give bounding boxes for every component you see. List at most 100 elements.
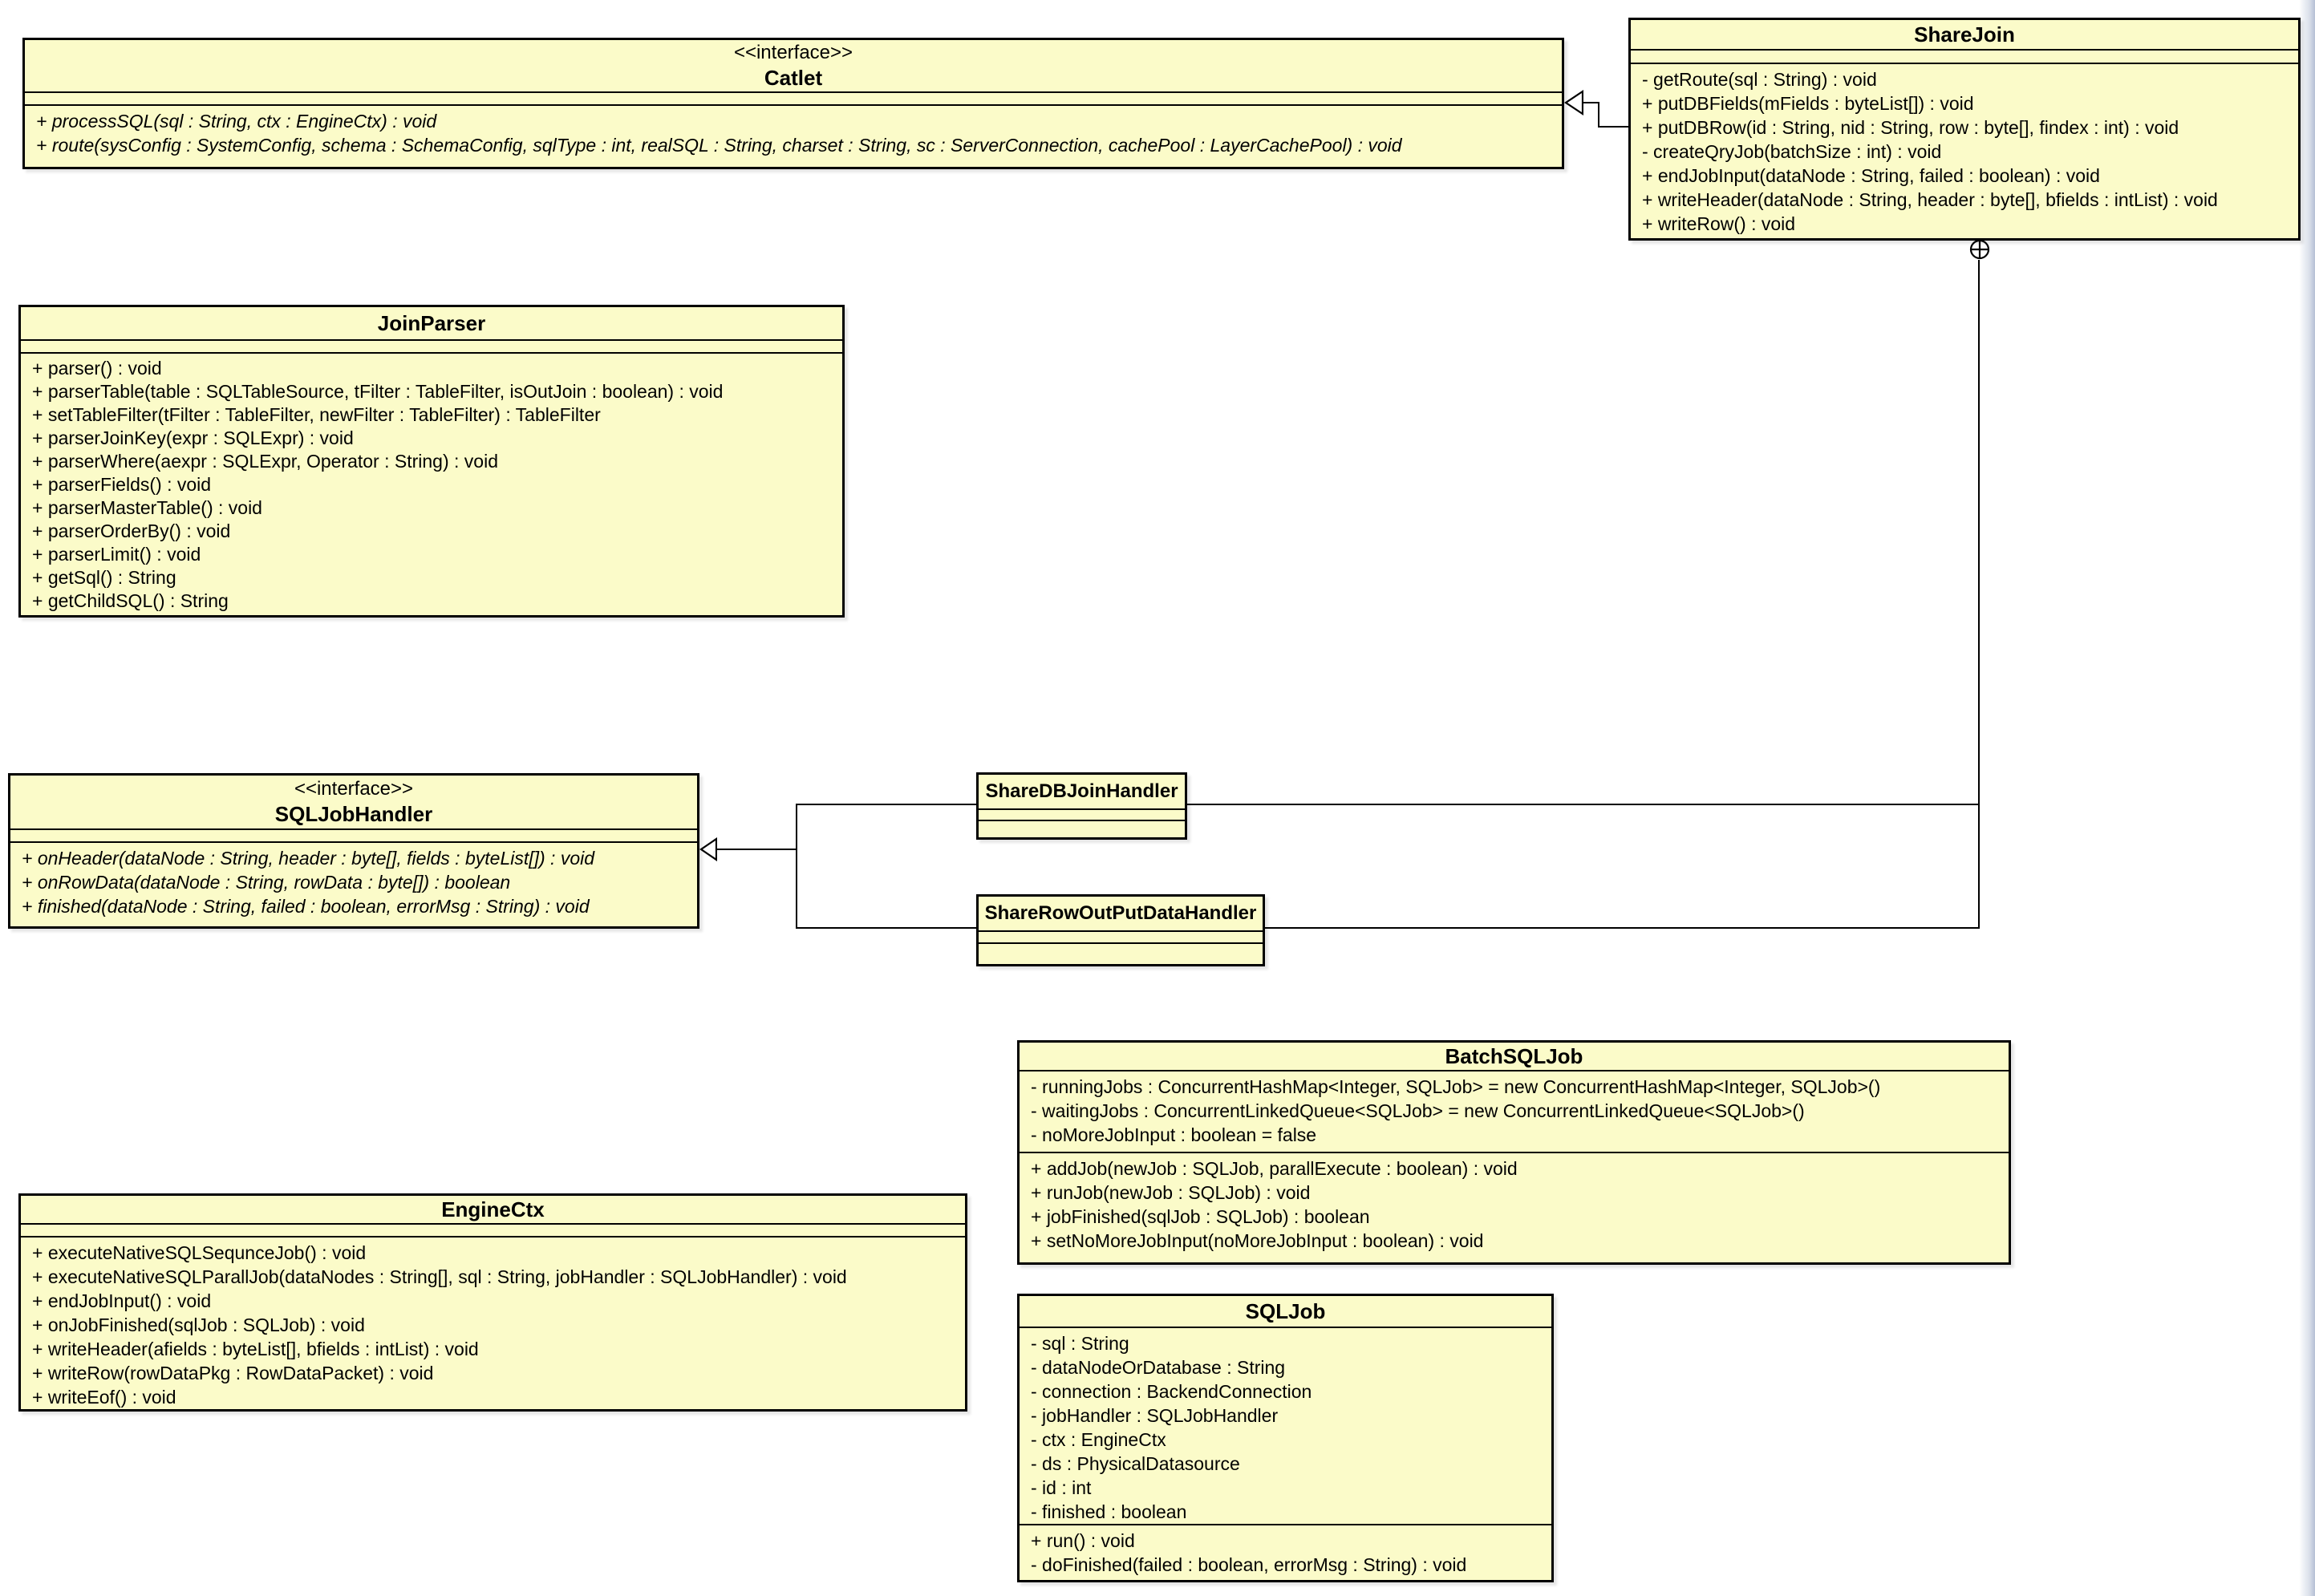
method-label: + onHeader(dataNode : String, header : b…: [22, 848, 595, 869]
realization-line-handlers: [796, 804, 976, 805]
class-sharejoin[interactable]: ShareJoin - getRoute(sql : String) : voi…: [1628, 18, 2301, 241]
methods-compartment: + parser() : void+ parserTable(table : S…: [21, 352, 842, 615]
method-label: + parserFields() : void: [32, 474, 212, 495]
field-label: - waitingJobs : ConcurrentLinkedQueue<SQ…: [1031, 1100, 1805, 1121]
method-label: - getRoute(sql : String) : void: [1642, 69, 1877, 90]
method-label: + writeHeader(dataNode : String, header …: [1642, 189, 2218, 210]
class-name: SQLJobHandler: [274, 802, 433, 826]
field-label: - ctx : EngineCtx: [1031, 1429, 1166, 1450]
method-label: + parser() : void: [32, 358, 162, 379]
class-sharerowoutputdatahandler-title: ShareRowOutPutDataHandler: [979, 897, 1263, 930]
methods-compartment: [979, 820, 1185, 837]
class-sqljobhandler[interactable]: <<interface>> SQLJobHandler + onHeader(d…: [8, 773, 699, 929]
class-joinparser[interactable]: JoinParser + parser() : void+ parserTabl…: [18, 305, 845, 618]
method-label: + setNoMoreJobInput(noMoreJobInput : boo…: [1031, 1230, 1484, 1251]
methods-compartment: + executeNativeSQLSequnceJob() : void + e…: [21, 1236, 965, 1409]
fields-compartment: [21, 1223, 965, 1236]
method-label: + writeHeader(afields : byteList[], bfie…: [32, 1339, 479, 1359]
class-sharedbjoinhandler[interactable]: ShareDBJoinHandler: [976, 772, 1187, 840]
method-label: + runJob(newJob : SQLJob) : void: [1031, 1182, 1311, 1203]
containment-line: [1187, 804, 1980, 805]
field-label: - ds : PhysicalDatasource: [1031, 1453, 1240, 1474]
fields-compartment: [25, 91, 1562, 104]
stereotype-label: <<interface>>: [733, 42, 853, 63]
class-name: BatchSQLJob: [1445, 1044, 1583, 1068]
containment-circle-plus-icon: [1969, 239, 1990, 260]
method-label: + addJob(newJob : SQLJob, parallExecute …: [1031, 1158, 1518, 1179]
methods-compartment: + addJob(newJob : SQLJob, parallExecute …: [1020, 1152, 2009, 1262]
containment-line: [1265, 927, 1980, 929]
method-label: + getSql() : String: [32, 567, 176, 588]
method-label: + jobFinished(sqlJob : SQLJob) : boolean: [1031, 1206, 1370, 1227]
field-label: - finished : boolean: [1031, 1501, 1187, 1522]
methods-compartment: + onHeader(dataNode : String, header : b…: [10, 841, 697, 926]
method-label: + endJobInput() : void: [32, 1290, 212, 1311]
class-sqljob[interactable]: SQLJob - sql : String - dataNodeOrDatabas…: [1017, 1294, 1554, 1582]
fields-compartment: [21, 339, 842, 352]
class-sqljob-title: SQLJob: [1020, 1296, 1551, 1327]
realization-line-sharejoin-catlet: [1598, 102, 1599, 128]
class-sharerowoutputdatahandler[interactable]: ShareRowOutPutDataHandler: [976, 894, 1265, 966]
methods-compartment: + processSQL(sql : String, ctx : EngineC…: [25, 104, 1562, 167]
method-label: + parserLimit() : void: [32, 544, 201, 565]
method-label: - createQryJob(batchSize : int) : void: [1642, 141, 1942, 162]
method-label: + run() : void: [1031, 1530, 1135, 1551]
realization-arrow-icon: [699, 837, 717, 861]
method-label: + route(sysConfig : SystemConfig, schema…: [36, 135, 1402, 156]
class-sqljobhandler-title: <<interface>> SQLJobHandler: [10, 776, 697, 828]
methods-compartment: - getRoute(sql : String) : void + putDBFi…: [1631, 63, 2298, 238]
realization-line-handlers: [796, 804, 797, 929]
field-label: - id : int: [1031, 1477, 1092, 1498]
class-name: ShareRowOutPutDataHandler: [984, 902, 1257, 924]
method-label: + putDBRow(id : String, nid : String, ro…: [1642, 117, 2179, 138]
class-enginectx[interactable]: EngineCtx + executeNativeSQLSequnceJob()…: [18, 1193, 967, 1412]
method-label: + parserMasterTable() : void: [32, 497, 262, 518]
class-sharejoin-title: ShareJoin: [1631, 20, 2298, 49]
method-label: + executeNativeSQLSequnceJob() : void: [32, 1242, 367, 1263]
class-name: ShareDBJoinHandler: [985, 780, 1178, 802]
method-label: + finished(dataNode : String, failed : b…: [22, 896, 590, 917]
realization-line-handlers: [796, 927, 976, 929]
methods-compartment: [979, 942, 1263, 964]
stereotype-label: <<interface>>: [294, 778, 414, 800]
class-name: Catlet: [764, 66, 823, 90]
method-label: + executeNativeSQLParallJob(dataNodes : …: [32, 1266, 847, 1287]
fields-compartment: - sql : String - dataNodeOrDatabase : Str…: [1020, 1327, 1551, 1524]
method-label: + writeRow(rowDataPkg : RowDataPacket) :…: [32, 1363, 434, 1383]
method-label: + writeRow() : void: [1642, 213, 1796, 234]
realization-line-sharejoin-catlet: [1598, 126, 1628, 128]
field-label: - sql : String: [1031, 1333, 1129, 1354]
class-name: JoinParser: [377, 311, 486, 335]
class-sharedbjoinhandler-title: ShareDBJoinHandler: [979, 775, 1185, 808]
class-catlet[interactable]: <<interface>> Catlet + processSQL(sql : …: [22, 38, 1564, 169]
realization-line-handlers: [716, 849, 797, 850]
class-name: ShareJoin: [1914, 22, 2015, 47]
window-right-edge-gradient: [2299, 0, 2315, 1596]
containment-line: [1978, 260, 1980, 929]
method-label: + writeEof() : void: [32, 1387, 176, 1408]
field-label: - runningJobs : ConcurrentHashMap<Intege…: [1031, 1076, 1881, 1097]
realization-line-sharejoin-catlet: [1582, 102, 1599, 103]
method-label: + parserWhere(aexpr : SQLExpr, Operator …: [32, 451, 498, 472]
method-label: + parserJoinKey(expr : SQLExpr) : void: [32, 427, 354, 448]
fields-compartment: [1631, 49, 2298, 63]
class-batchsqljob[interactable]: BatchSQLJob - runningJobs : ConcurrentHa…: [1017, 1040, 2011, 1265]
class-name: EngineCtx: [441, 1197, 545, 1221]
class-joinparser-title: JoinParser: [21, 307, 842, 339]
field-label: - jobHandler : SQLJobHandler: [1031, 1405, 1279, 1426]
field-label: - connection : BackendConnection: [1031, 1381, 1312, 1402]
class-catlet-title: <<interface>> Catlet: [25, 40, 1562, 91]
field-label: - noMoreJobInput : boolean = false: [1031, 1124, 1317, 1145]
fields-compartment: - runningJobs : ConcurrentHashMap<Intege…: [1020, 1070, 2009, 1152]
method-label: + parserOrderBy() : void: [32, 521, 231, 541]
fields-compartment: [979, 930, 1263, 942]
method-label: + onJobFinished(sqlJob : SQLJob) : void: [32, 1314, 365, 1335]
field-label: - dataNodeOrDatabase : String: [1031, 1357, 1286, 1378]
realization-arrow-icon: [1564, 90, 1583, 115]
method-label: + putDBFields(mFields : byteList[]) : vo…: [1642, 93, 1974, 114]
fields-compartment: [979, 808, 1185, 820]
method-label: + endJobInput(dataNode : String, failed …: [1642, 165, 2100, 186]
methods-compartment: + run() : void- doFinished(failed : bool…: [1020, 1524, 1551, 1580]
method-label: + getChildSQL() : String: [32, 590, 229, 611]
